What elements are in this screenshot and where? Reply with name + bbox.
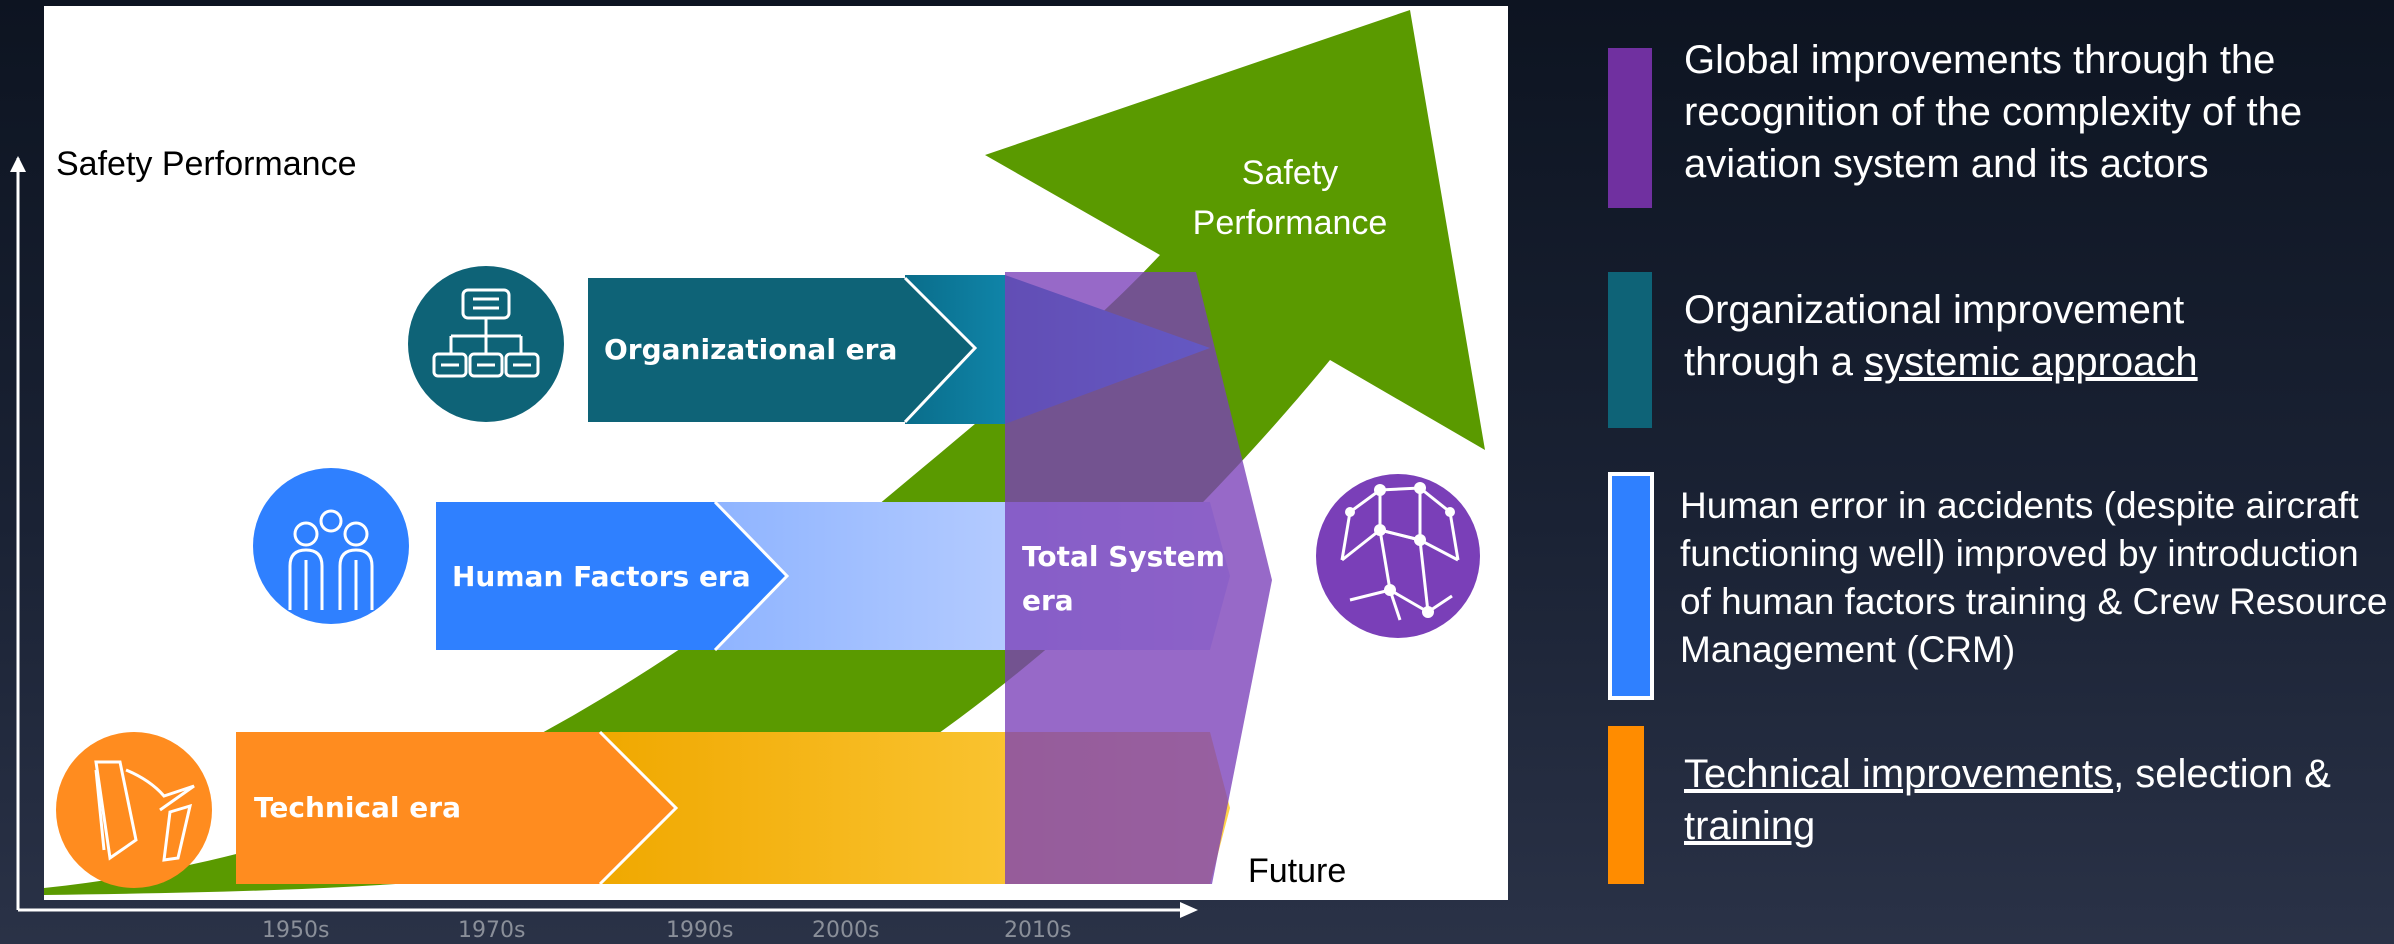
x-tick-2000s: 2000s (812, 918, 880, 943)
technical-era-arrow (236, 732, 676, 884)
legend-text-human-factors: Human error in accidents (despite aircra… (1680, 485, 2388, 671)
arrow-label-line1: Safety (1241, 154, 1339, 192)
organizational-era-arrow (588, 278, 975, 422)
organizational-era-label: Organizational era (604, 333, 898, 366)
x-tick-1970s: 1970s (458, 918, 526, 943)
legend-swatch-global (1608, 48, 1652, 208)
training-link[interactable]: training (1684, 804, 1816, 848)
x-tick-1950s: 1950s (262, 918, 330, 943)
technical-improvements-link[interactable]: Technical improvements (1684, 752, 2114, 796)
total-system-label-line1: Total System (1022, 540, 1225, 573)
network-globe-icon (1316, 474, 1480, 638)
arrow-label-line2: Performance (1192, 204, 1388, 242)
y-axis-label: Safety Performance (56, 145, 357, 183)
technical-era-label: Technical era (254, 791, 461, 824)
x-tick-2010s: 2010s (1004, 918, 1072, 943)
axes (10, 156, 1198, 918)
legend-swatch-human-factors (1608, 472, 1654, 700)
people-icon (253, 468, 409, 624)
legend-swatch-technical (1608, 726, 1644, 884)
total-system-era-chevron (1005, 272, 1272, 884)
x-tick-1990s: 1990s (666, 918, 734, 943)
legend-swatch-organizational (1608, 272, 1652, 428)
future-label: Future (1248, 852, 1347, 890)
legend-text-organizational: Organizational improvement through a sys… (1684, 288, 2198, 384)
human-factors-era-label: Human Factors era (452, 560, 751, 593)
legend-text-global: Global improvements through the recognit… (1684, 38, 2303, 186)
safety-performance-arrow (44, 10, 1485, 895)
human-factors-era-arrow (436, 502, 787, 650)
legend-text-technical: Technical improvements, selection & trai… (1684, 752, 2331, 848)
systemic-approach-link[interactable]: systemic approach (1864, 340, 2198, 384)
organizational-era-row (408, 266, 1210, 424)
total-system-label-line2: era (1022, 584, 1074, 617)
